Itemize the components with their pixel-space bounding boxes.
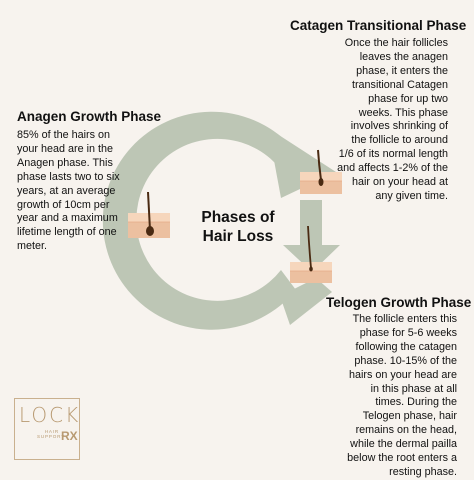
anagen-line: year and a maximum <box>17 212 118 225</box>
telogen-line: below the root enters a <box>347 452 457 465</box>
catagen-follicle-illustration <box>300 149 342 194</box>
cycle-ring <box>102 111 340 330</box>
anagen-line: lifetime length of one <box>17 226 117 239</box>
center-title-line-1: Phases of <box>201 209 275 226</box>
anagen-line: growth of 10cm per <box>17 198 110 211</box>
anagen-follicle-illustration <box>128 191 170 238</box>
anagen-line: phase lasts two to six <box>17 170 120 183</box>
anagen-title: Anagen Growth Phase <box>17 109 162 124</box>
telogen-line: The follicle enters this <box>352 313 457 325</box>
lock-rx-logo: LOCK Hair Support RX <box>14 398 80 460</box>
telogen-line: following the catagen <box>355 340 457 353</box>
telogen-line: times. During the <box>375 396 457 409</box>
telogen-follicle-illustration <box>290 225 332 283</box>
telogen-body: The follicle enters this phase for 5-6 w… <box>347 313 457 480</box>
cycle-arrow-right <box>283 200 340 272</box>
catagen-line: hair on your head at <box>351 176 448 189</box>
telogen-line: phase for 5-6 weeks <box>359 326 457 339</box>
catagen-line: weeks. This phase <box>358 106 448 119</box>
logo-subtitle: Hair Support <box>37 429 65 440</box>
telogen-line: in this phase at all <box>370 382 457 395</box>
catagen-line: phase, it enters the <box>356 64 448 77</box>
anagen-line: Anagen phase. This <box>17 156 113 169</box>
center-title-line-2: Hair Loss <box>202 228 274 245</box>
catagen-line: involves shrinking of <box>350 120 448 133</box>
cycle-arrow-main <box>102 111 298 330</box>
logo-wordmark: LOCK <box>19 403 81 427</box>
catagen-line: and affects 1-2% of the <box>337 162 448 175</box>
catagen-line: the follicle to around <box>351 134 448 147</box>
cycle-arrowhead-bottom <box>280 278 332 325</box>
anagen-line: 85% of the hairs on <box>17 129 111 141</box>
anagen-body: 85% of the hairs on your head are in the… <box>17 129 120 254</box>
anagen-line: your head are in the <box>17 142 114 155</box>
center-title: Phases of Hair Loss <box>188 208 288 246</box>
telogen-line: resting phase. <box>389 465 457 478</box>
catagen-line: 1/6 of its normal length <box>338 148 448 161</box>
catagen-line: transitional Catagen <box>351 78 448 91</box>
anagen-line: years, at an average <box>17 184 116 197</box>
logo-subtitle-line: Hair <box>44 429 59 434</box>
logo-subtitle-line: Support <box>37 434 65 440</box>
telogen-line: Telogen phase, hair <box>362 410 457 423</box>
anagen-line: meter. <box>17 240 48 253</box>
catagen-line: Once the hair follicles <box>344 37 448 49</box>
telogen-line: while the dermal pailla <box>350 438 457 451</box>
logo-rx: RX <box>61 429 78 443</box>
catagen-body: Once the hair follicles leaves the anage… <box>337 37 448 204</box>
cycle-arrowhead-top <box>268 128 336 198</box>
telogen-line: hairs on your head are <box>348 368 457 381</box>
telogen-line: phase. 10-15% of the <box>354 354 457 367</box>
catagen-line: any given time. <box>375 189 448 202</box>
catagen-title: Catagen Transitional Phase <box>290 18 467 33</box>
catagen-line: leaves the anagen <box>359 50 448 63</box>
telogen-title: Telogen Growth Phase <box>326 295 472 310</box>
catagen-line: phase for up two <box>368 92 448 105</box>
telogen-line: remains on the head, <box>355 424 457 437</box>
